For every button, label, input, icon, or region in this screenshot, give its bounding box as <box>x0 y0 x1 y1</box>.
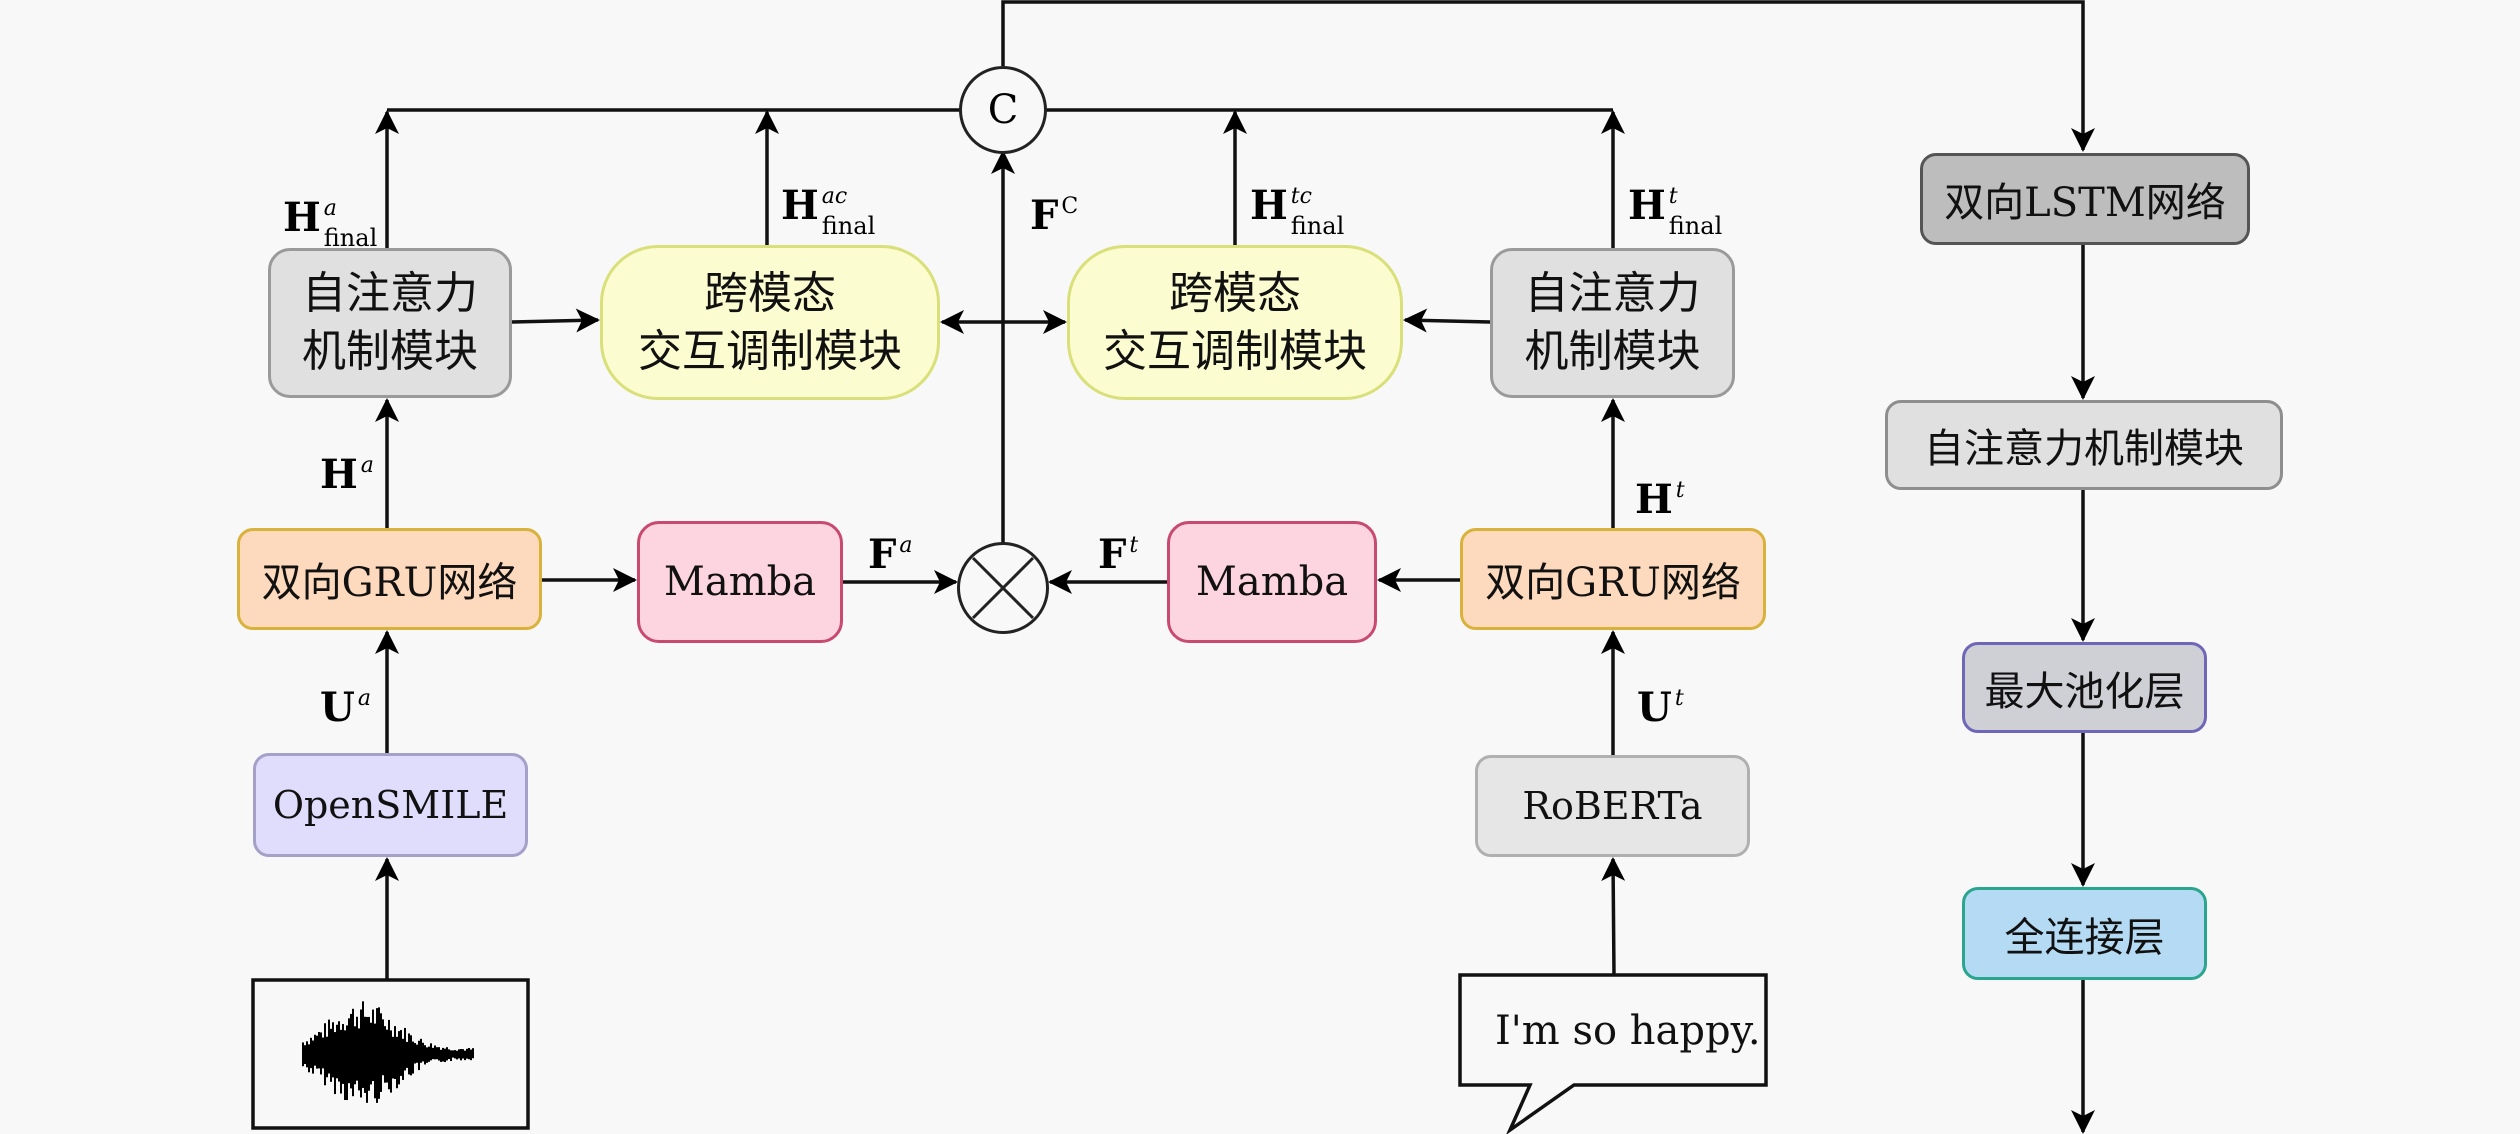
label-sup: ac <box>821 184 848 209</box>
audio-self-attention-block: 自注意力 机制模块 <box>268 248 512 398</box>
label-sub: final <box>1668 212 1723 240</box>
lstm-block: 双向LSTM网络 <box>1920 153 2250 245</box>
opensmile-block: OpenSMILE <box>253 753 528 857</box>
concat-node: C <box>959 66 1047 154</box>
maxpool-block: 最大池化层 <box>1962 642 2207 733</box>
audio-sa-line2: 机制模块 <box>302 326 478 377</box>
audio-mamba-label: Mamba <box>663 559 817 605</box>
label-base: F <box>1030 192 1059 239</box>
label-base: U <box>320 684 355 731</box>
fully-connected-block: 全连接层 <box>1962 887 2207 980</box>
label-sup: t <box>1674 686 1684 711</box>
waveform-icon <box>302 1001 474 1103</box>
fc-label: 全连接层 <box>2004 914 2165 961</box>
label-base: H <box>320 451 358 498</box>
text-cross-modal-block: 跨模态 交互调制模块 <box>1067 245 1403 400</box>
classifier-sa-label: 自注意力机制模块 <box>1924 426 2244 472</box>
concat-symbol: C <box>987 87 1019 133</box>
text-to-roberta-arrow <box>1601 857 1626 976</box>
audio-gru-label: 双向GRU网络 <box>261 560 518 606</box>
concat-to-lstm-wire <box>1001 0 2095 152</box>
label-sup: a <box>360 453 374 478</box>
text-mamba-block: Mamba <box>1167 521 1377 643</box>
label-sup: a <box>899 533 913 558</box>
label-sup: t <box>1668 184 1678 209</box>
text-mamba-label: Mamba <box>1195 559 1349 605</box>
label-sup: t <box>1129 533 1139 558</box>
audio-gru-block: 双向GRU网络 <box>237 528 542 630</box>
opensmile-label: OpenSMILE <box>272 783 509 827</box>
label-sup: C <box>1061 194 1079 219</box>
text-cm-line2: 交互调制模块 <box>1103 325 1367 377</box>
label-base: F <box>1098 531 1127 578</box>
label-sup: a <box>323 196 337 221</box>
label-base: H <box>283 194 321 241</box>
label-sub: final <box>821 212 876 240</box>
label-sub: final <box>1290 212 1345 240</box>
label-sup: t <box>1675 478 1685 503</box>
input-utterance-text: I'm so happy. <box>1495 1008 1761 1054</box>
otimes-icon <box>971 556 1035 620</box>
label-sub: final <box>323 224 378 252</box>
roberta-block: RoBERTa <box>1475 755 1750 857</box>
text-sa-line2: 机制模块 <box>1524 326 1701 377</box>
audio-cm-line2: 交互调制模块 <box>638 325 902 377</box>
audio-mamba-block: Mamba <box>637 521 843 643</box>
text-gru-block: 双向GRU网络 <box>1460 528 1766 630</box>
lstm-label: 双向LSTM网络 <box>1944 180 2226 226</box>
text-gru-label: 双向GRU网络 <box>1485 560 1741 606</box>
classifier-self-attention-block: 自注意力机制模块 <box>1885 400 2283 490</box>
label-sup: a <box>357 686 372 711</box>
label-sup: tc <box>1290 184 1312 209</box>
audio-cm-line1: 跨模态 <box>704 267 836 319</box>
roberta-label: RoBERTa <box>1522 784 1703 828</box>
otimes-fusion-node <box>957 542 1049 634</box>
sa-a-to-cross-arrow <box>511 308 600 333</box>
text-cm-line1: 跨模态 <box>1169 267 1301 319</box>
maxpool-label: 最大池化层 <box>1984 668 2185 715</box>
audio-cross-modal-block: 跨模态 交互调制模块 <box>600 245 940 400</box>
label-base: H <box>1628 182 1666 229</box>
text-self-attention-block: 自注意力 机制模块 <box>1490 248 1735 398</box>
label-base: U <box>1637 684 1672 731</box>
text-sa-line1: 自注意力 <box>1524 268 1701 319</box>
audio-sa-line1: 自注意力 <box>302 268 478 319</box>
label-base: H <box>781 182 819 229</box>
sa-t-to-cross-arrow <box>1403 308 1491 333</box>
label-base: H <box>1250 182 1288 229</box>
label-base: F <box>868 531 897 578</box>
speech-bubble <box>1458 973 1768 1134</box>
label-base: H <box>1635 476 1673 523</box>
